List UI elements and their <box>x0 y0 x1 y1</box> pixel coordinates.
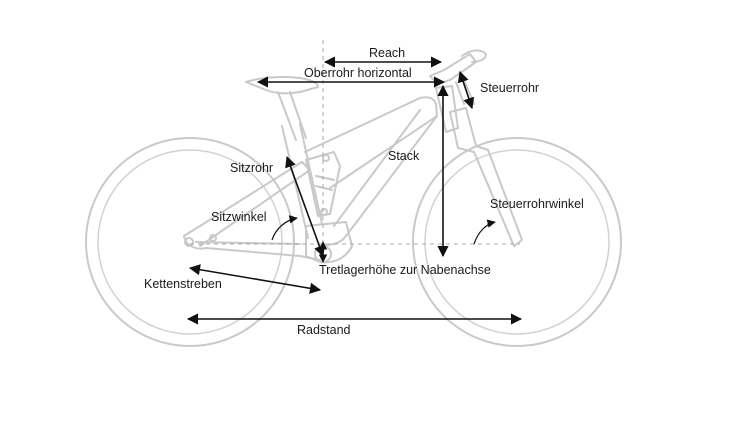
label-reach: Reach <box>369 46 405 60</box>
label-seat-tube: Sitzrohr <box>230 161 273 175</box>
label-top-tube-horizontal: Oberrohr horizontal <box>304 66 412 80</box>
top-tube <box>304 96 438 189</box>
chainstay-arrow <box>188 264 322 294</box>
fork <box>449 107 523 247</box>
label-seat-angle: Sitzwinkel <box>211 210 267 224</box>
label-head-tube: Steuerrohr <box>480 81 539 95</box>
seat-angle-arc <box>271 215 298 241</box>
head-tube-shape <box>435 85 459 133</box>
seatpost <box>277 91 307 141</box>
label-head-angle: Steuerrohrwinkel <box>490 197 584 211</box>
labels: Reach Oberrohr horizontal Steuerrohr Sit… <box>144 46 584 337</box>
stem <box>429 53 477 85</box>
seat-tube-arrow <box>285 155 325 258</box>
label-stack: Stack <box>388 149 420 163</box>
down-tube <box>321 109 438 246</box>
handlebar <box>461 49 487 63</box>
chain-stay <box>183 235 321 261</box>
head-angle-arc <box>473 219 496 245</box>
label-bb-height: Tretlagerhöhe zur Nabenachse <box>319 263 491 277</box>
dimension-arrows <box>186 56 523 325</box>
label-wheelbase: Radstand <box>297 323 351 337</box>
guide-lines <box>190 40 520 250</box>
front-wheel <box>412 137 622 347</box>
label-chainstays: Kettenstreben <box>144 277 222 291</box>
head-tube-arrow <box>457 70 475 110</box>
